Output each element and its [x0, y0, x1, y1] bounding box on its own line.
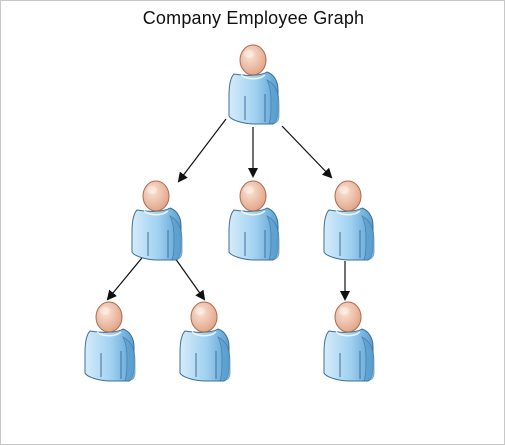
person-icon-employee-right-1	[323, 301, 375, 382]
edge-ceo-to-manager-left	[177, 118, 227, 183]
person-icon-ceo	[228, 44, 280, 125]
edge-ceo-to-manager-right	[281, 125, 333, 179]
edge-manager-left-to-employee-left-1	[106, 252, 147, 301]
edge-manager-left-to-employee-left-2	[174, 257, 206, 301]
person-icon-employee-left-2	[179, 301, 231, 382]
person-icon-employee-left-1	[84, 301, 136, 382]
diagram-title: Company Employee Graph	[142, 8, 365, 28]
person-icon-manager-center	[228, 180, 280, 261]
person-icon-manager-left	[131, 180, 183, 261]
person-icon-manager-right	[323, 180, 375, 261]
